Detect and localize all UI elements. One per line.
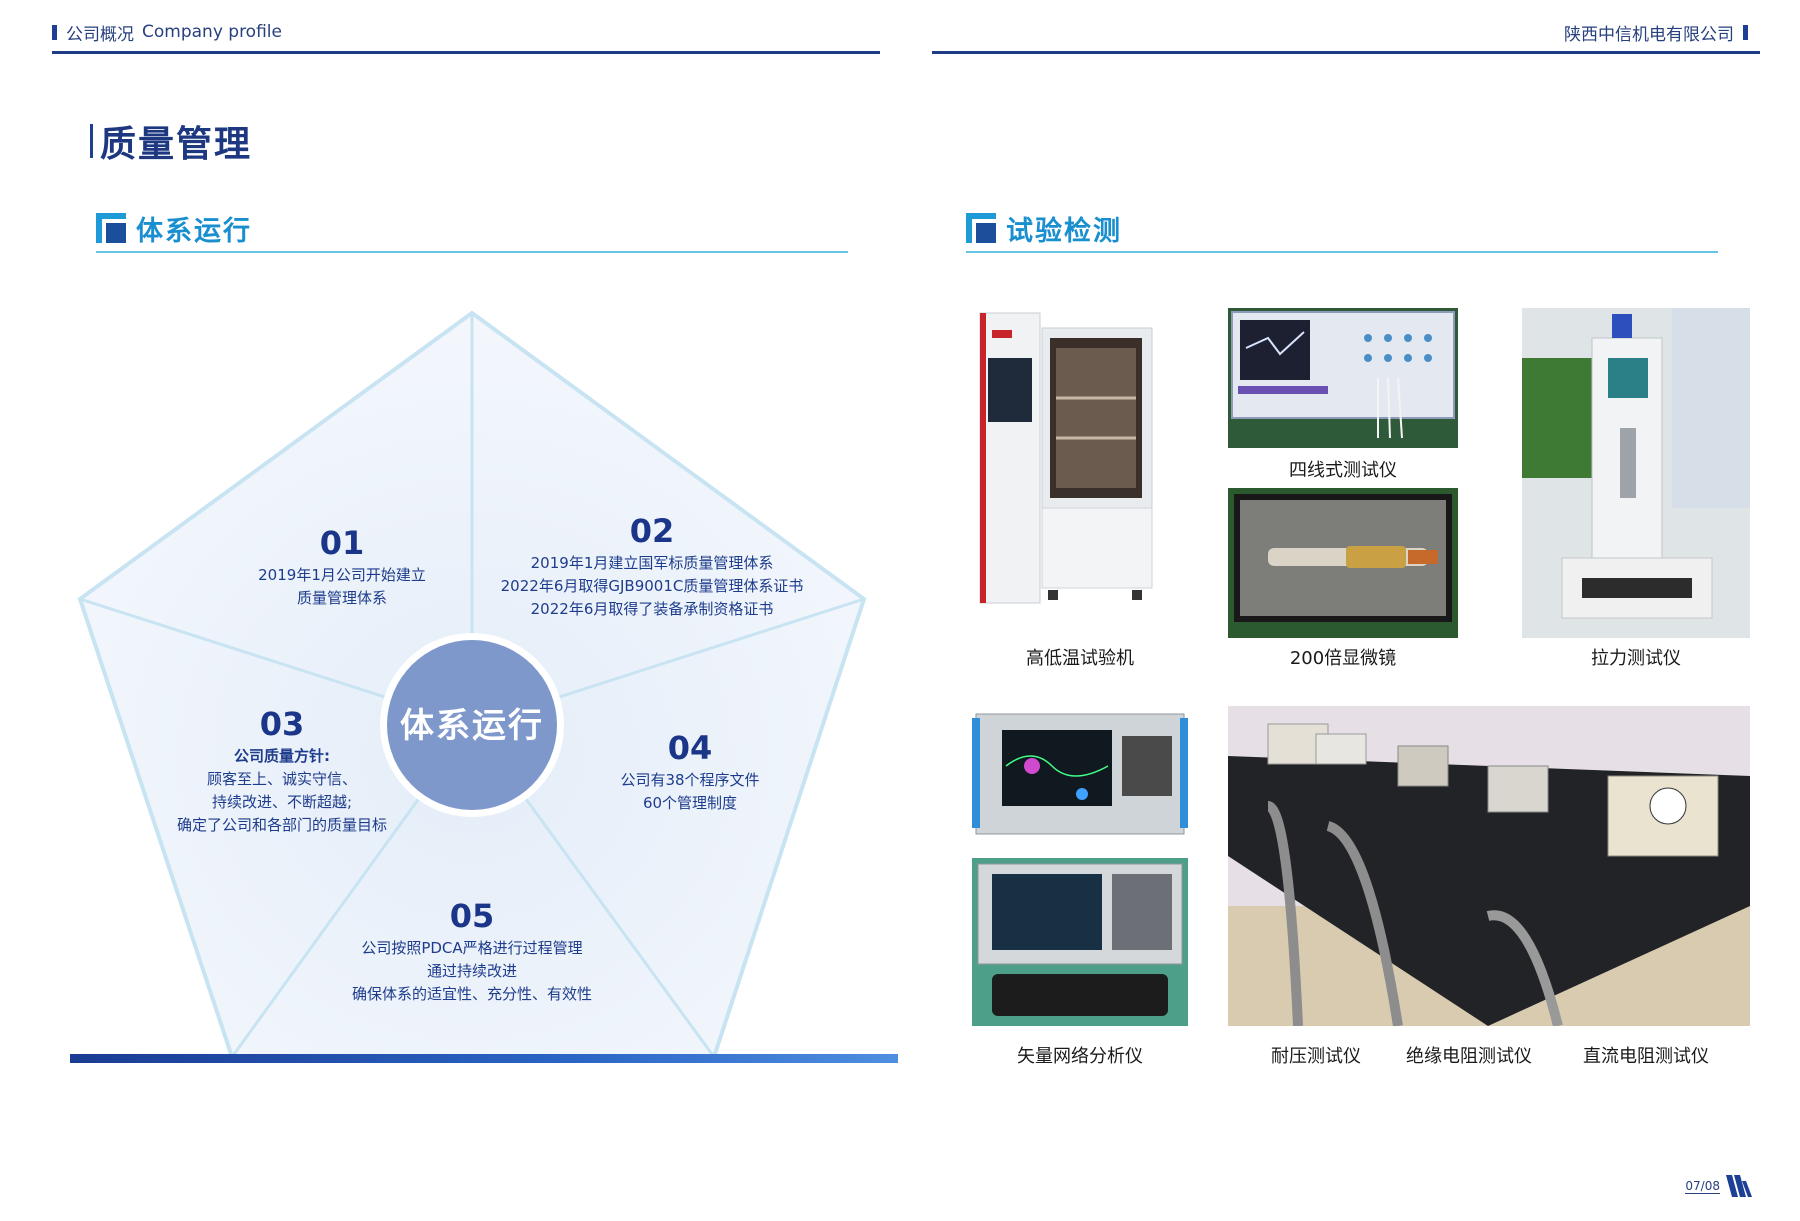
item-number: 04 (668, 729, 713, 767)
header-marker (1743, 24, 1748, 40)
microscope-photo (1228, 488, 1458, 638)
item-text: 顾客至上、诚实守信、 (207, 770, 357, 788)
section-square-icon (96, 213, 126, 243)
page-number: 07/08 (1685, 1178, 1720, 1194)
center-circle (387, 640, 557, 810)
header-marker (52, 24, 57, 40)
vna-photo-top (972, 706, 1188, 842)
item-text: 确保体系的适宜性、充分性、有效性 (352, 985, 592, 1003)
header-company: 陕西中信机电有限公司 (1564, 24, 1734, 45)
tensile-photo (1522, 308, 1750, 638)
item-number: 01 (320, 524, 365, 562)
section-header-testing: 试验检测 (966, 208, 1122, 248)
item-text: 公司质量方针: (234, 747, 330, 765)
item-text: 60个管理制度 (643, 794, 737, 812)
pentagon-diagram: 体系运行 01 2019年1月公司开始建立 质量管理体系 02 2019年1月建… (77, 310, 867, 1059)
caption-withstand: 耐压测试仪 (1271, 1046, 1361, 1067)
page-indicator: 07/08 (1685, 1175, 1752, 1197)
caption-microscope: 200倍显微镜 (1289, 648, 1397, 669)
caption-chamber: 高低温试验机 (1026, 648, 1134, 669)
fourwire-photo (1228, 308, 1458, 448)
item-text: 持续改进、不断超越; (212, 793, 352, 811)
item-text: 2019年1月公司开始建立 (258, 566, 426, 584)
brand-logo-icon (1726, 1175, 1752, 1197)
bench-photo (1228, 706, 1750, 1026)
header-rule-right (932, 51, 1760, 54)
item-number: 02 (630, 512, 675, 550)
item-text: 通过持续改进 (427, 962, 517, 980)
caption-fourwire: 四线式测试仪 (1289, 460, 1397, 481)
section-title: 试验检测 (1006, 215, 1122, 247)
header-section-en: Company profile (142, 22, 282, 42)
section-header-system: 体系运行 (96, 208, 252, 248)
item-text: 2022年6月取得GJB9001C质量管理体系证书 (501, 577, 804, 595)
page-title: 质量管理 (90, 116, 252, 166)
center-label: 体系运行 (400, 706, 544, 746)
header-section-cn: 公司概况 (66, 24, 134, 45)
item-text: 2019年1月建立国军标质量管理体系 (531, 554, 774, 572)
section-rule-right (966, 251, 1718, 253)
item-text: 公司按照PDCA严格进行过程管理 (361, 939, 582, 957)
title-bar (90, 124, 93, 158)
item-text: 质量管理体系 (297, 589, 387, 607)
header-rule-left (52, 51, 880, 54)
chamber-photo (972, 308, 1188, 638)
item-number: 05 (450, 897, 495, 935)
caption-tensile: 拉力测试仪 (1591, 648, 1681, 669)
section-rule-left (96, 251, 848, 253)
section-title: 体系运行 (136, 215, 252, 247)
vna-photo-bottom (972, 858, 1188, 1026)
page-title-text: 质量管理 (100, 124, 253, 165)
item-number: 03 (260, 705, 305, 743)
header-left: 公司概况 Company profile (52, 18, 282, 46)
section-square-icon (966, 213, 996, 243)
caption-insulation: 绝缘电阻测试仪 (1406, 1046, 1532, 1067)
caption-vna: 矢量网络分析仪 (1017, 1046, 1143, 1067)
bottom-accent-bar (70, 1054, 898, 1063)
item-text: 公司有38个程序文件 (620, 771, 759, 789)
item-text: 确定了公司和各部门的质量目标 (177, 816, 387, 834)
item-text: 2022年6月取得了装备承制资格证书 (531, 600, 774, 618)
header-right: 陕西中信机电有限公司 (1564, 18, 1748, 46)
caption-dcres: 直流电阻测试仪 (1583, 1046, 1709, 1067)
